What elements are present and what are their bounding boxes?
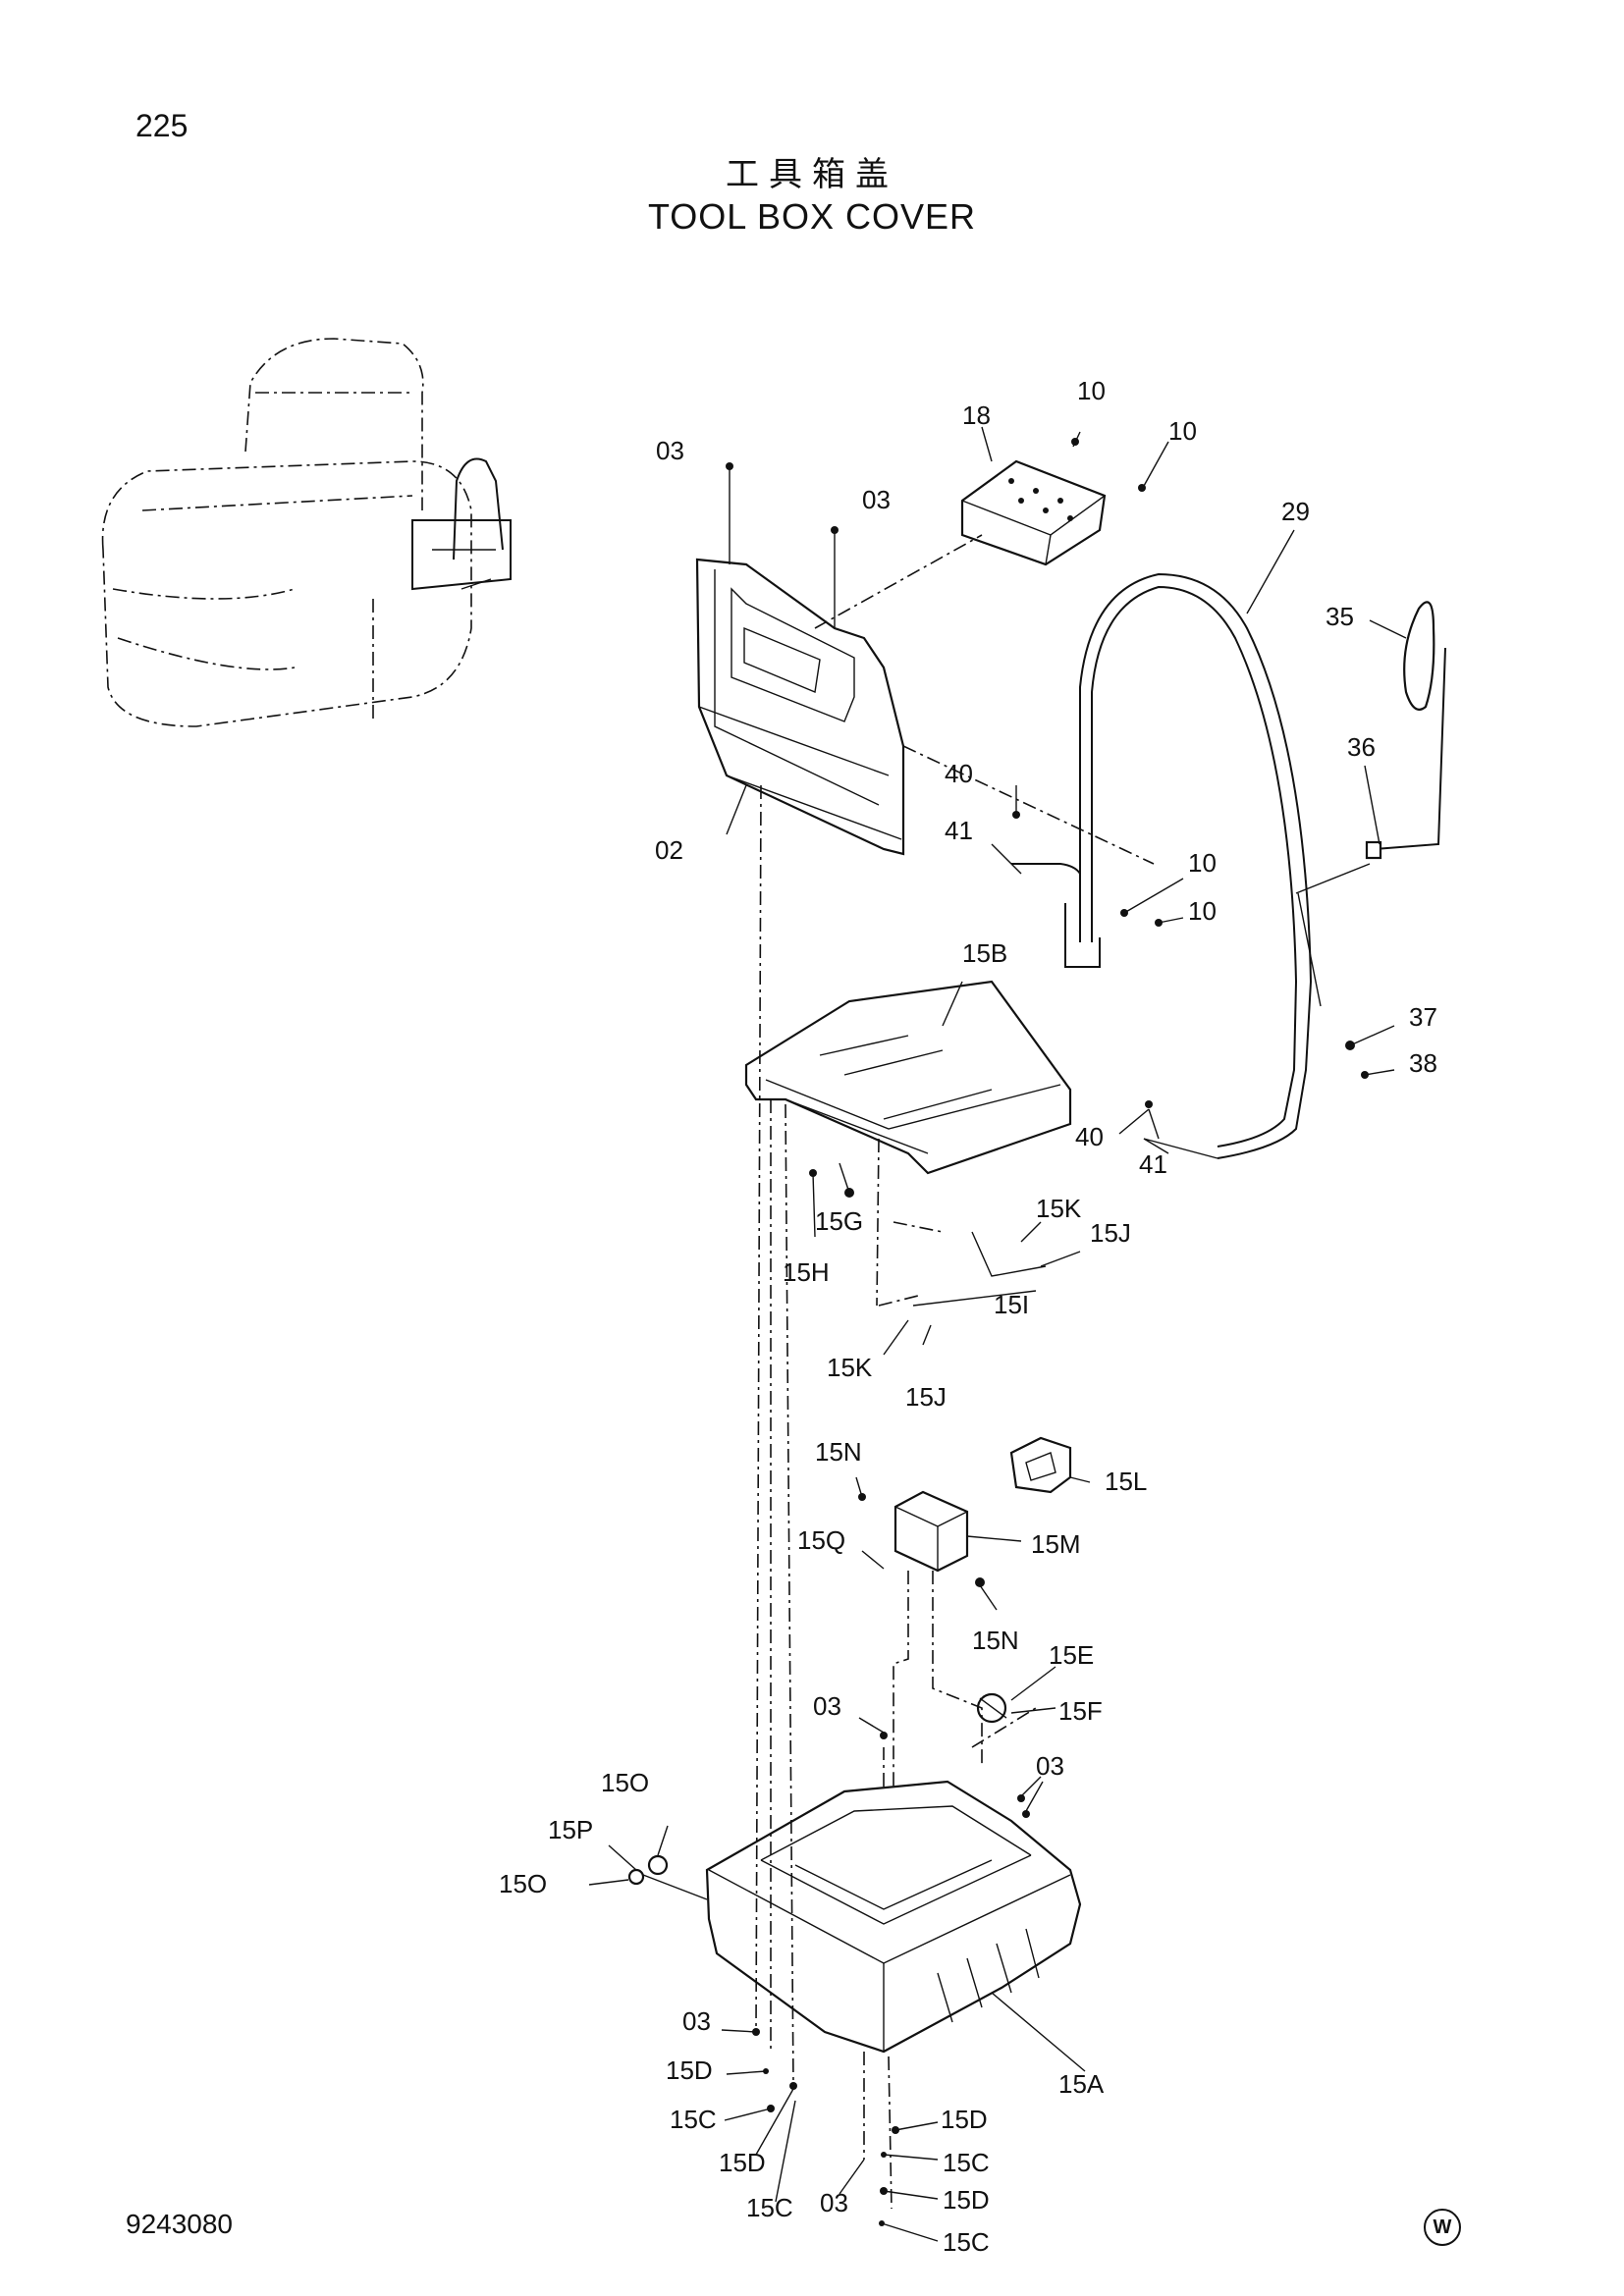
callout-label: 15D <box>666 2056 713 2085</box>
page-number: 225 <box>135 108 189 143</box>
callout-label: 29 <box>1281 497 1310 526</box>
callout-label: 15C <box>670 2105 717 2134</box>
assembly-lines <box>755 534 1155 2210</box>
leader-lines <box>588 426 1407 2242</box>
box-15M <box>893 1490 969 1573</box>
callout-label: 18 <box>962 400 991 430</box>
latch-15O <box>627 1854 708 1900</box>
callout-labels: 03 03 18 10 10 29 35 36 40 41 02 10 10 1… <box>499 376 1437 2257</box>
tray-15B <box>744 980 1072 1175</box>
brand-logo-icon: W <box>1424 2209 1461 2246</box>
callout-label: 15I <box>994 1290 1029 1319</box>
callout-label: 15P <box>548 1815 593 1844</box>
document-number: 9243080 <box>126 2209 234 2239</box>
callout-label: 15E <box>1049 1640 1094 1670</box>
title-english: TOOL BOX COVER <box>647 196 977 237</box>
callout-label: 03 <box>682 2006 711 2036</box>
callout-label: 15B <box>962 938 1007 968</box>
callout-label: 15J <box>1090 1218 1131 1248</box>
callout-label: 40 <box>1075 1122 1104 1151</box>
callout-label: 10 <box>1168 416 1197 446</box>
callout-label: 03 <box>1036 1751 1064 1781</box>
callout-label: 03 <box>656 436 684 465</box>
callout-label: 15A <box>1058 2069 1105 2099</box>
mirror-arm-36 <box>1365 647 1446 860</box>
callout-label: 35 <box>1326 602 1354 631</box>
callout-label: 10 <box>1077 376 1106 405</box>
callout-label: 15K <box>827 1353 873 1382</box>
machine-overview-illustration <box>101 338 512 727</box>
fitting-15E <box>976 1692 1007 1724</box>
callout-label: 15J <box>905 1382 947 1412</box>
callout-label: 15D <box>719 2148 766 2177</box>
callout-label: 15Q <box>797 1525 845 1555</box>
callout-label: 40 <box>945 759 973 788</box>
block-18 <box>960 459 1107 566</box>
callout-label: 15C <box>943 2148 990 2177</box>
mirror-35 <box>1403 601 1435 711</box>
frame-29 <box>1011 572 1313 1159</box>
callout-label: 15F <box>1058 1696 1103 1726</box>
callout-label: 15O <box>601 1768 649 1797</box>
callout-label: 15K <box>1036 1194 1082 1223</box>
callout-label: 15C <box>746 2193 793 2222</box>
callout-label: 10 <box>1188 848 1217 878</box>
callout-label: 03 <box>813 1691 841 1721</box>
callout-label: 03 <box>820 2188 848 2217</box>
callout-label: 10 <box>1188 896 1217 926</box>
callout-label: 15H <box>783 1257 830 1287</box>
cover-panel-02 <box>695 558 905 856</box>
fasteners <box>726 438 1369 2226</box>
callout-label: 15G <box>815 1206 863 1236</box>
callout-label: 38 <box>1409 1048 1437 1078</box>
callout-label: 15N <box>972 1626 1019 1655</box>
base-box-15A <box>705 1780 1082 2054</box>
callout-label: 15L <box>1105 1467 1147 1496</box>
callout-label: 41 <box>1139 1149 1167 1179</box>
callout-label: 15C <box>943 2227 990 2257</box>
callout-label: 15M <box>1031 1529 1081 1559</box>
callout-label: 15D <box>941 2105 988 2134</box>
callout-label: 03 <box>862 485 891 514</box>
callout-label: 15N <box>815 1437 862 1467</box>
callout-label: 36 <box>1347 732 1376 762</box>
callout-label: 02 <box>655 835 683 865</box>
callout-label: 41 <box>945 816 973 845</box>
callout-label: 15O <box>499 1869 547 1898</box>
callout-label: 15D <box>943 2185 990 2215</box>
lamp-15L <box>1009 1436 1072 1494</box>
title-chinese: 工具箱盖 <box>726 155 898 194</box>
callout-label: 37 <box>1409 1002 1437 1032</box>
